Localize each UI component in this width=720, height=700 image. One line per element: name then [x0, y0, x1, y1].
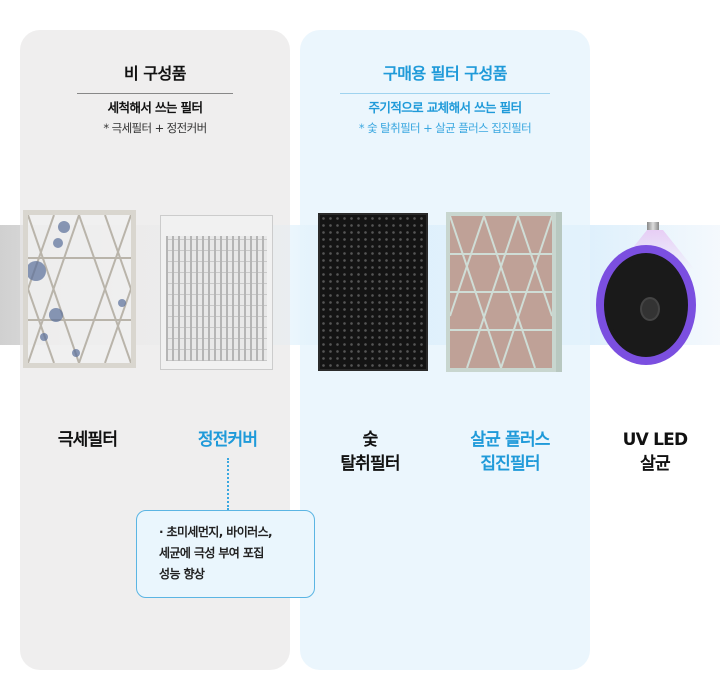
purchase-component-title: 구매용 필터 구성품 — [383, 64, 507, 83]
diamond-mesh-icon — [28, 215, 131, 363]
label-sterilizing-plus-filter: 살균 플러스 집진필터 — [440, 428, 580, 476]
electrostatic-cover-callout: · 초미세먼지, 바이러스, 세균에 극성 부여 포집 성능 향상 — [136, 510, 315, 598]
label-line: UV LED — [622, 430, 688, 450]
pre-filter-image — [23, 210, 136, 368]
callout-connector — [227, 458, 229, 510]
label-line: 정전커버 — [197, 430, 258, 450]
uv-led-fan-image — [590, 215, 720, 375]
non-component-subtitle: 세척해서 쓰는 필터 — [107, 100, 203, 115]
cover-grid — [166, 236, 267, 361]
label-line: 살균 플러스 — [470, 430, 550, 450]
non-component-note: * 극세필터 + 정전커버 — [103, 121, 207, 135]
label-uv-led: UV LED 살균 — [595, 428, 715, 476]
non-component-title: 비 구성품 — [124, 64, 186, 83]
callout-line: 성능 향상 — [159, 567, 205, 581]
label-line: 살균 — [640, 454, 670, 474]
label-line: 숯 — [362, 430, 379, 450]
label-line: 집진필터 — [480, 454, 540, 474]
purchase-component-note: * 숯 탈취필터 + 살균 플러스 집진필터 — [358, 121, 532, 135]
non-component-divider — [77, 93, 233, 94]
label-pre-filter: 극세필터 — [20, 428, 155, 452]
purchase-component-divider — [340, 93, 550, 94]
sterilizing-plus-filter-image — [446, 212, 556, 372]
charcoal-filter-image — [318, 213, 428, 371]
purchase-component-subtitle: 주기적으로 교체해서 쓰는 필터 — [368, 100, 523, 115]
electrostatic-cover-image — [160, 215, 273, 370]
label-line: 극세필터 — [57, 430, 118, 450]
uv-led-icon — [647, 222, 659, 230]
label-line: 탈취필터 — [340, 454, 400, 474]
label-charcoal-filter: 숯 탈취필터 — [305, 428, 435, 476]
triangle-mesh-icon — [450, 216, 552, 368]
label-electrostatic-cover: 정전커버 — [160, 428, 295, 452]
callout-line: · 초미세먼지, 바이러스, — [159, 525, 273, 539]
callout-line: 세균에 극성 부여 포집 — [159, 546, 264, 560]
fan-wheel-icon — [596, 245, 696, 365]
fan-hub — [640, 297, 660, 321]
